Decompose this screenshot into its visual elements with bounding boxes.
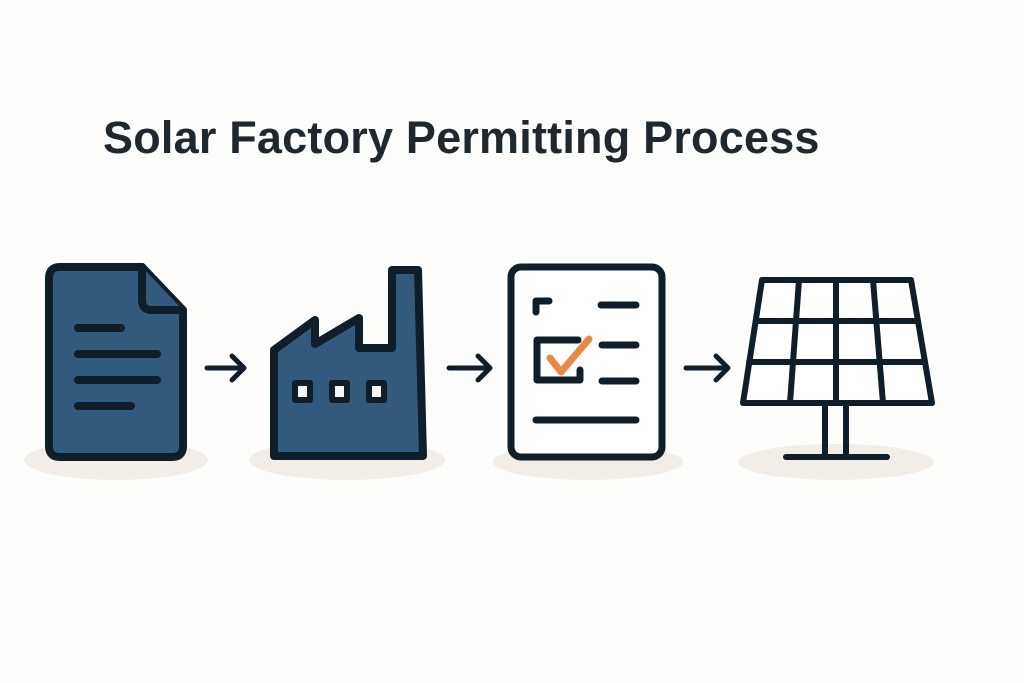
checklist-icon (507, 263, 666, 461)
arrow-icon (204, 353, 731, 383)
diagram-title: Solar Factory Permitting Process (103, 112, 820, 163)
solar-panel-icon (740, 277, 935, 460)
document-icon (45, 263, 187, 461)
checkmark-icon (546, 335, 593, 376)
factory-icon (270, 266, 427, 460)
